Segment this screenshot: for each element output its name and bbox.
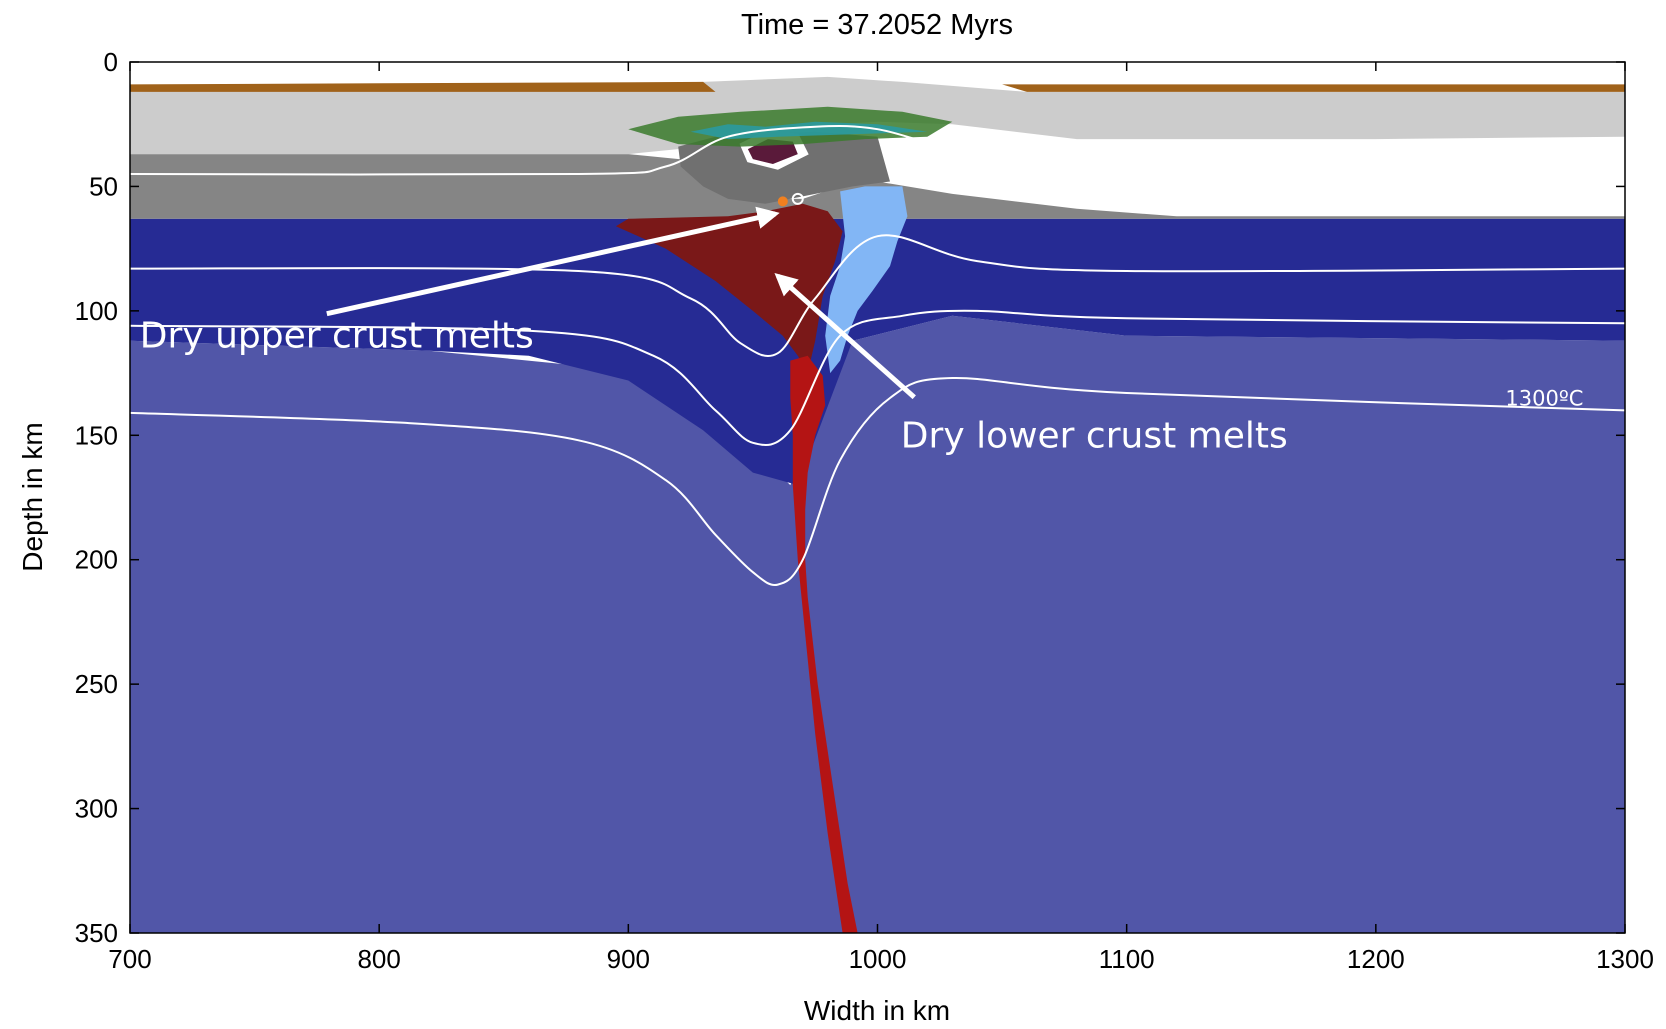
melt-region bbox=[615, 203, 843, 374]
y-tick-label: 200 bbox=[75, 545, 118, 575]
subduction-structures bbox=[615, 106, 953, 933]
subducting-slab bbox=[790, 355, 858, 933]
y-tick-label: 50 bbox=[89, 171, 118, 201]
orogen-lower-crust bbox=[678, 131, 890, 204]
x-tick-label: 900 bbox=[607, 944, 650, 974]
isotherm-line bbox=[130, 376, 1625, 587]
melt-pocket-outline bbox=[791, 192, 804, 205]
x-axis-label: Width in km bbox=[804, 995, 950, 1026]
y-tick-label: 250 bbox=[75, 669, 118, 699]
x-tick-label: 1200 bbox=[1347, 944, 1405, 974]
isotherm-line bbox=[130, 124, 1625, 178]
isotherm-label: 1300ºC bbox=[1505, 386, 1583, 410]
x-tick-label: 1100 bbox=[1099, 944, 1155, 974]
accreted-sediments-cyan bbox=[690, 121, 928, 140]
upwelling-mantle bbox=[825, 186, 908, 374]
annotation-arrow bbox=[326, 206, 780, 317]
lithospheric-mantle-layer bbox=[130, 218, 1625, 486]
y-tick-label: 300 bbox=[75, 794, 118, 824]
isotherm-labels: 500ºC 1300ºC bbox=[1505, 150, 1597, 410]
sediment-layer-left bbox=[130, 81, 716, 92]
y-tick-label: 150 bbox=[75, 420, 118, 450]
chart-title: Time = 37.2052 Myrs bbox=[741, 9, 1013, 41]
annotation-label: Dry upper crust melts bbox=[140, 316, 534, 357]
isotherm-line bbox=[130, 309, 1625, 446]
x-tick-label: 800 bbox=[357, 944, 400, 974]
y-axis-label: Depth in km bbox=[17, 422, 48, 571]
isotherm-label: 500ºC bbox=[1533, 150, 1598, 174]
y-tick-label: 0 bbox=[104, 47, 118, 77]
annotation-label: Dry lower crust melts bbox=[901, 415, 1288, 456]
x-tick-label: 700 bbox=[108, 944, 151, 974]
annotation-arrow bbox=[774, 273, 916, 400]
plot-area: 500ºC 1300ºC bbox=[130, 62, 1625, 933]
y-tick-label: 100 bbox=[75, 296, 118, 326]
x-tick-label: 1300 bbox=[1596, 944, 1654, 974]
sediment-layer-right bbox=[1002, 84, 1625, 92]
x-tick-label: 1000 bbox=[849, 944, 907, 974]
y-tick-label: 350 bbox=[75, 918, 118, 948]
axis-ticks: 700 800 900 1000 1100 1200 1300 0 50 100 150 200 250… bbox=[75, 47, 1654, 974]
asthenosphere-layer bbox=[130, 315, 1625, 933]
isotherm-lines bbox=[130, 124, 1625, 587]
melt-pocket bbox=[777, 196, 788, 207]
isotherm-line bbox=[130, 234, 1625, 358]
